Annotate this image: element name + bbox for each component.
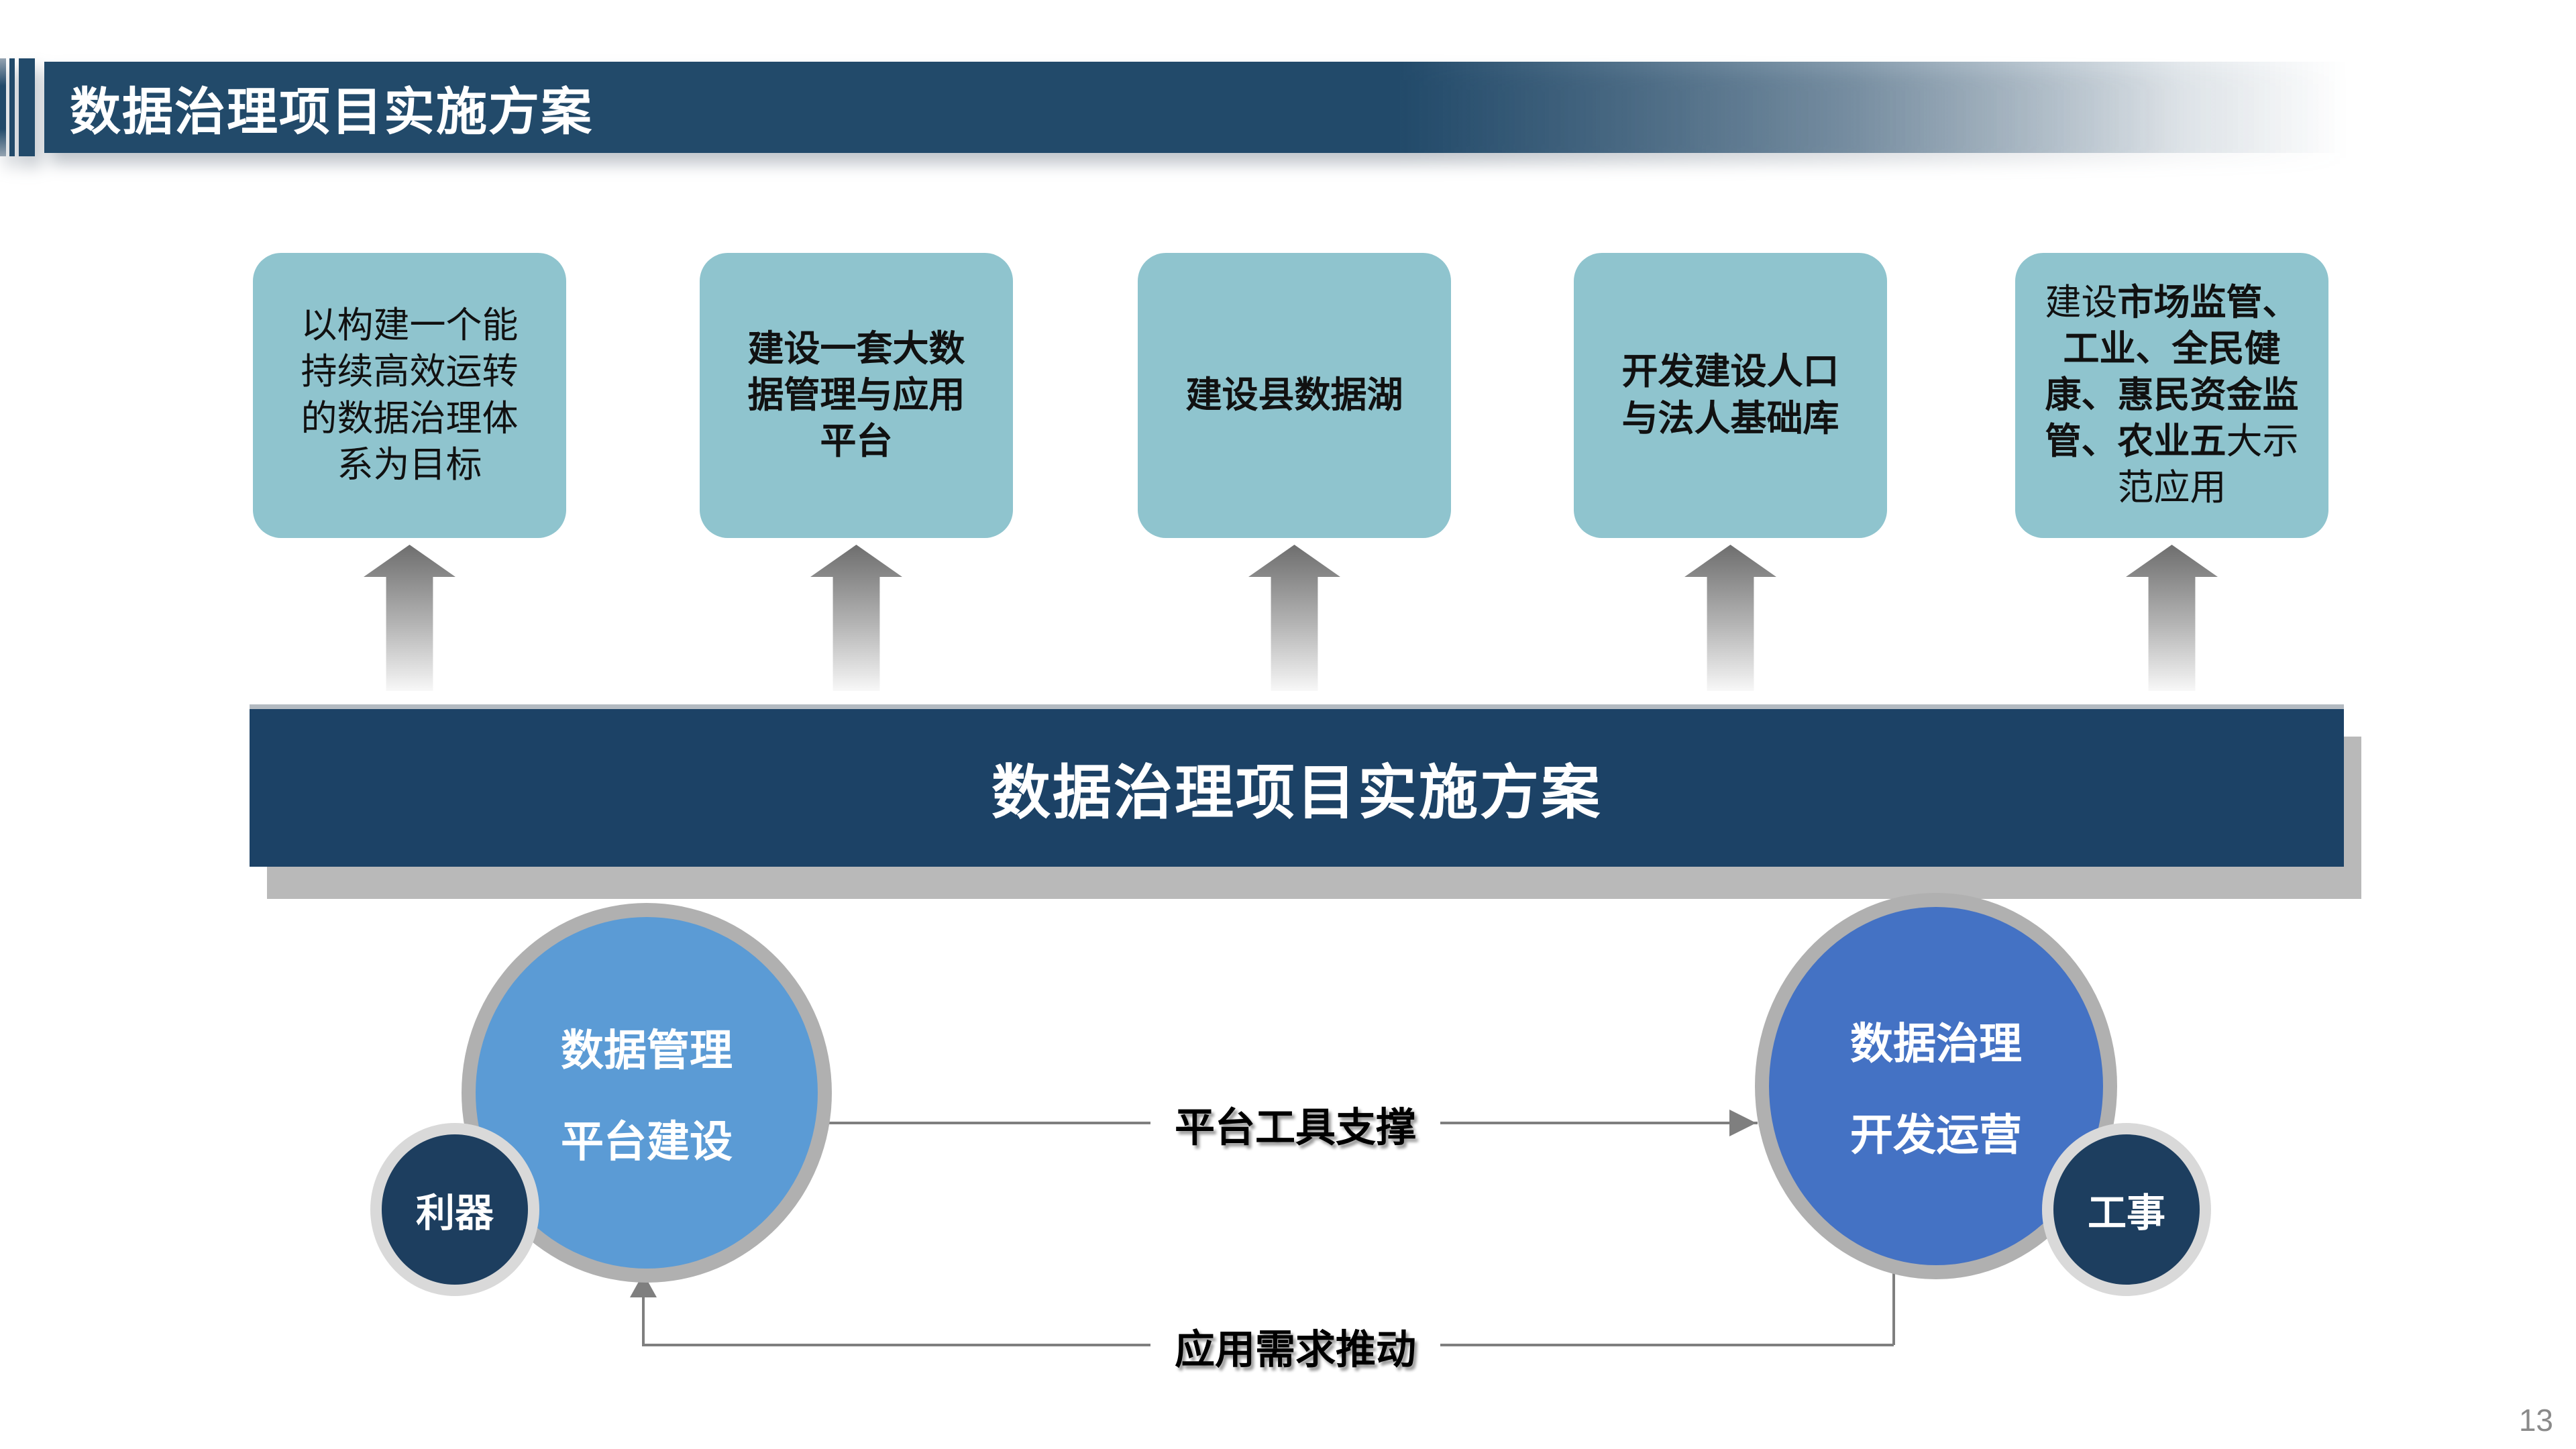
right-badge-circle: 工事 — [2042, 1123, 2211, 1296]
goal-box-4: 开发建设人口与法人基础库 — [1574, 253, 1887, 538]
right-arrowhead-icon — [1729, 1110, 1756, 1136]
header-accent-bar-3 — [19, 58, 35, 156]
header-accent-bar-1 — [0, 58, 6, 156]
right-badge-label: 工事 — [2087, 1191, 2165, 1235]
goal-box-3-text: 建设县数据湖 — [1185, 374, 1403, 415]
page-number: 13 — [2518, 1403, 2553, 1438]
header-bar: 数据治理项目实施方案 — [44, 62, 2419, 153]
goal-box-1-text: 以构建一个能持续高效运转的数据治理体系为目标 — [301, 305, 519, 485]
bottom-connector-right-leg — [1892, 1268, 1895, 1345]
bottom-connector-label: 应用需求推动 — [1150, 1317, 1440, 1376]
goal-box-1: 以构建一个能持续高效运转的数据治理体系为目标 — [253, 253, 566, 538]
right-circle-line2: 开发运营 — [1850, 1111, 2022, 1159]
left-circle-line1: 数据管理 — [561, 1026, 733, 1075]
top-connector-label: 平台工具支撑 — [1150, 1095, 1440, 1154]
page-title: 数据治理项目实施方案 — [70, 84, 593, 141]
goal-box-2-text: 建设一套大数据管理与应用平台 — [747, 328, 965, 462]
right-circle-line1: 数据治理 — [1850, 1020, 2022, 1068]
left-badge-label: 利器 — [415, 1191, 494, 1235]
up-arrow-icon-5 — [2126, 545, 2218, 691]
up-arrow-icon-2 — [810, 545, 902, 691]
goal-box-3: 建设县数据湖 — [1138, 253, 1451, 538]
left-circle-line2: 平台建设 — [561, 1118, 733, 1166]
bottom-connector-left-leg — [642, 1293, 645, 1345]
left-circle-body: 数据管理 平台建设 — [476, 917, 818, 1269]
goal-box-4-text: 开发建设人口与法人基础库 — [1621, 352, 1839, 439]
left-badge-body: 利器 — [382, 1134, 528, 1285]
right-badge-body: 工事 — [2053, 1134, 2200, 1285]
up-arrow-icon-1 — [364, 545, 455, 691]
goal-box-5-text: 建设市场监管、工业、全民健康、惠民资金监管、农业五大示范应用 — [2045, 282, 2299, 508]
goal-box-5: 建设市场监管、工业、全民健康、惠民资金监管、农业五大示范应用 — [2015, 253, 2328, 538]
goal-box-2: 建设一套大数据管理与应用平台 — [700, 253, 1013, 538]
header: 数据治理项目实施方案 — [0, 0, 2576, 174]
up-arrow-icon-3 — [1248, 545, 1340, 691]
up-arrow-icon-4 — [1684, 545, 1776, 691]
banner: 数据治理项目实施方案 — [250, 704, 2344, 867]
header-accent-bar-2 — [9, 58, 15, 156]
banner-title: 数据治理项目实施方案 — [991, 759, 1602, 826]
left-badge-circle: 利器 — [370, 1123, 539, 1296]
